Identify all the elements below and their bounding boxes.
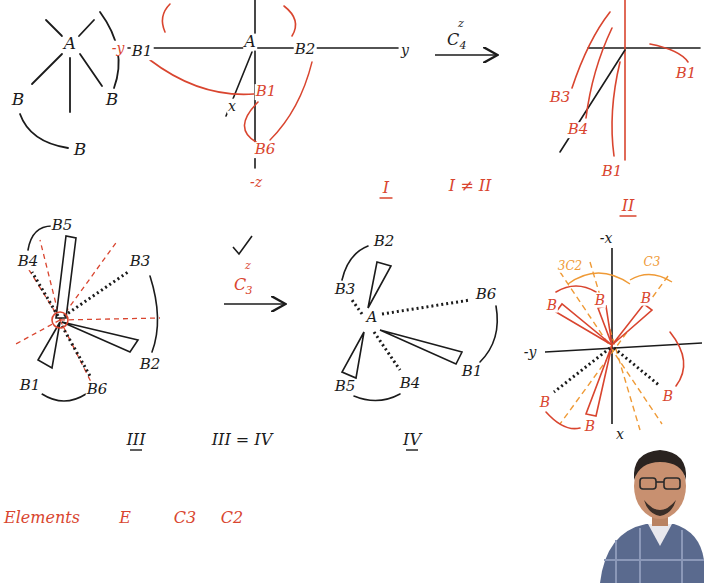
- figure-number: II: [621, 198, 636, 215]
- atom-label: B: [11, 91, 26, 109]
- axis-label: y: [400, 43, 410, 58]
- operation-subscript: 4: [459, 40, 468, 52]
- atom-label: B1: [131, 44, 154, 60]
- atom-label: B: [105, 91, 120, 109]
- axis-sketch: [545, 248, 702, 430]
- atom-label: A: [63, 35, 77, 53]
- operation-subscript: 3: [245, 285, 254, 297]
- relation-note: I ≠ II: [448, 178, 493, 195]
- atom-label: B: [539, 395, 551, 410]
- figure-number: IV: [402, 432, 422, 449]
- atom-label: B6: [86, 382, 109, 398]
- operation-superscript: z: [244, 260, 252, 272]
- atom-label: B6: [254, 142, 277, 158]
- symmetry-element: E: [118, 510, 132, 527]
- atom-label: B3: [129, 254, 152, 270]
- atom-label: B3: [334, 282, 357, 298]
- figure-three-sketch: [14, 226, 160, 450]
- symmetry-note: C3: [643, 256, 662, 269]
- presenter-photo: [600, 450, 704, 583]
- atom-label: B: [662, 389, 674, 404]
- atom-label: B5: [334, 379, 357, 395]
- symmetry-element: C3: [173, 510, 197, 527]
- operation-superscript: z: [457, 18, 465, 30]
- symmetry-note: 3C2: [557, 260, 583, 273]
- atom-label: B1: [675, 66, 698, 82]
- atom-label: B: [546, 298, 558, 313]
- atom-label: B1: [601, 164, 624, 180]
- figure-number: III: [126, 432, 147, 449]
- figure-number: I: [382, 180, 390, 197]
- atom-label: B1: [461, 364, 484, 380]
- atom-label: B4: [17, 254, 40, 270]
- octahedron-sketch: [20, 12, 119, 148]
- atom-label: B: [594, 293, 606, 308]
- atom-label: B: [640, 291, 652, 306]
- axis-label: -y: [111, 41, 126, 56]
- atom-label: B: [584, 419, 596, 434]
- check-mark: [233, 236, 252, 254]
- atom-label: B1: [19, 378, 42, 394]
- figure-four-sketch: [342, 246, 497, 450]
- axis-label: x: [615, 427, 625, 442]
- heading-note: Elements: [3, 510, 81, 527]
- atom-label: B6: [475, 287, 498, 303]
- atom-label: A: [243, 34, 257, 51]
- atom-label: B3: [549, 90, 572, 106]
- atom-label: B4: [567, 122, 590, 138]
- operation-arrow: [224, 303, 284, 305]
- relation-note: III = IV: [211, 432, 273, 449]
- figure-one-sketch: [128, 0, 398, 198]
- operation-arrow: [435, 54, 496, 56]
- atom-label: B: [73, 141, 88, 159]
- symmetry-element: C2: [220, 510, 244, 527]
- axis-label: -x: [599, 231, 614, 246]
- atom-label: B5: [51, 218, 74, 234]
- axis-label: -y: [523, 345, 538, 360]
- figure-two-sketch: [560, 0, 700, 216]
- atom-label: B2: [294, 42, 317, 58]
- atom-label: A: [366, 310, 379, 326]
- atom-label: B4: [399, 376, 422, 392]
- atom-label: B2: [139, 357, 162, 373]
- atom-label: B1: [255, 84, 278, 100]
- atom-label: B2: [373, 234, 396, 250]
- axis-label: x: [227, 99, 237, 114]
- axis-label: -z: [249, 175, 263, 190]
